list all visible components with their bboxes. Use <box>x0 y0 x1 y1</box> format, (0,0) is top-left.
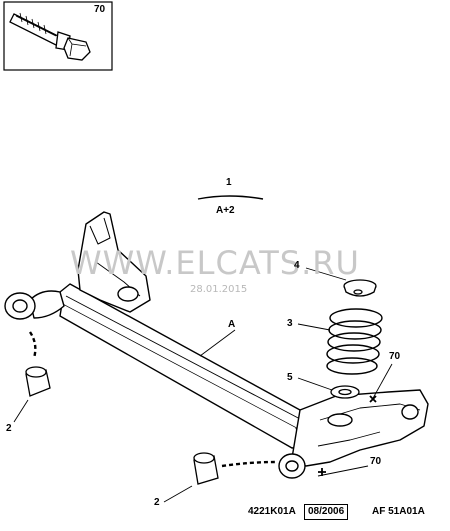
spring-seat-upper <box>343 279 377 297</box>
bolt-icon <box>9 12 91 61</box>
callout-a: A <box>228 319 236 330</box>
alignment-lines <box>28 331 277 468</box>
callout-spring-seat-lower: 5 <box>287 372 293 383</box>
callout-bolt-lower: 70 <box>370 456 382 467</box>
callout-coil-spring: 3 <box>287 318 293 329</box>
callout-spring-seat-upper: 4 <box>294 260 300 271</box>
header-bottom-label: A+2 <box>216 205 235 216</box>
callout-bushing-left: 2 <box>6 423 12 434</box>
header-divider <box>197 195 264 200</box>
watermark-site: WWW.ELCATS.RU <box>70 244 360 282</box>
header-top-label: 1 <box>226 177 232 188</box>
callout-bolt-right: 70 <box>389 351 401 362</box>
callout-bushing-lower: 2 <box>154 497 160 508</box>
leader-lines <box>13 267 393 503</box>
bushing <box>25 366 219 485</box>
coil-spring <box>326 308 383 375</box>
rear-axle-beam <box>4 211 429 479</box>
cross-marker <box>318 395 377 476</box>
footer-code: 4221K01A <box>248 506 296 517</box>
spring-seat-lower <box>330 385 360 399</box>
footer-date: 08/2006 <box>304 504 349 520</box>
watermark-date: 28.01.2015 <box>190 284 248 295</box>
inset-qty-label: 70 <box>94 4 106 15</box>
footer-ref: AF 51A01A <box>372 506 425 517</box>
